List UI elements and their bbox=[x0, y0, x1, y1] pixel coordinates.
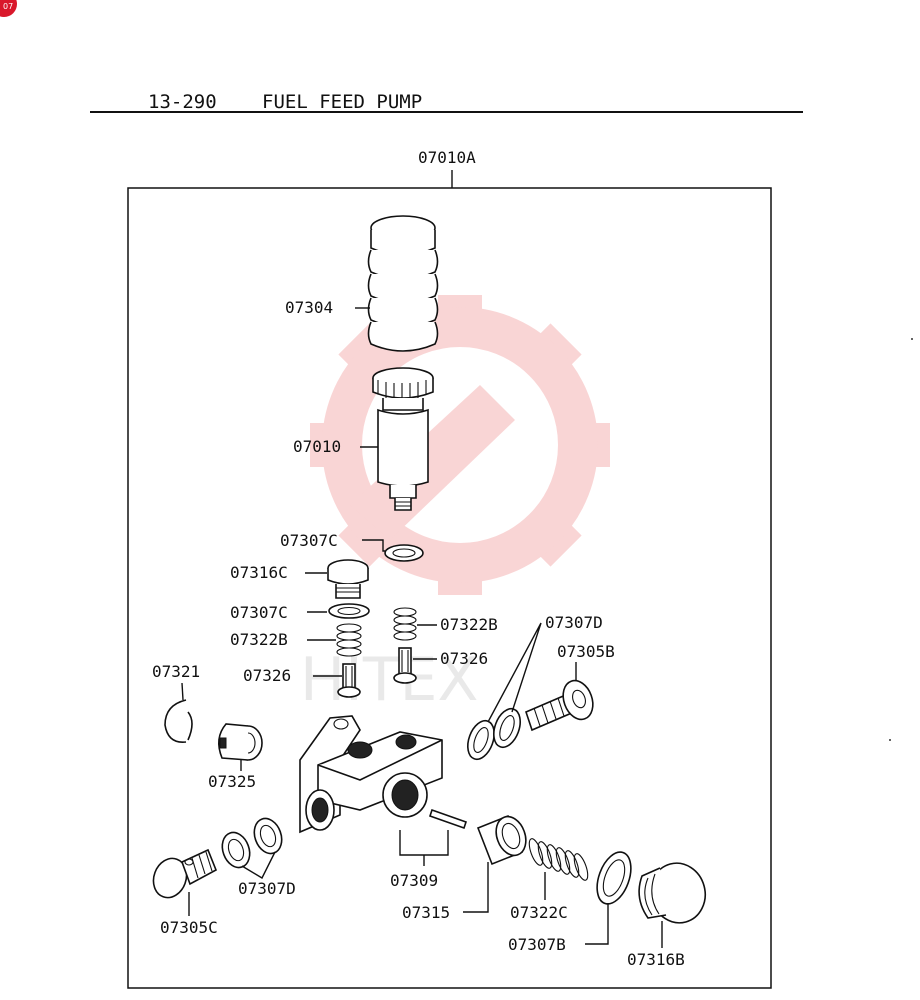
label-gasket-left: 07307C bbox=[230, 603, 288, 622]
gaskets-right-part bbox=[467, 707, 521, 761]
section-number: 13-290 bbox=[148, 91, 217, 113]
gasket-left-part bbox=[328, 603, 370, 619]
valve-right-part bbox=[393, 647, 417, 684]
label-housing: 07309 bbox=[390, 871, 438, 890]
label-valve-right: 07326 bbox=[440, 649, 488, 668]
label-plug-left: 07316C bbox=[230, 563, 288, 582]
label-spring-left: 07322B bbox=[230, 630, 288, 649]
gasket-top-part bbox=[384, 544, 424, 562]
leader-gasket-bottom bbox=[585, 903, 609, 945]
housing-part bbox=[299, 715, 468, 834]
bolt-right-part bbox=[525, 679, 594, 732]
label-bolt-left: 07305C bbox=[160, 918, 218, 937]
label-assembly: 07010A bbox=[418, 148, 476, 167]
label-spring-right: 07322B bbox=[440, 615, 498, 634]
leader-snap-ring bbox=[181, 682, 184, 701]
label-plug-bottom: 07316B bbox=[627, 950, 685, 969]
label-pump-body: 07010 bbox=[293, 437, 341, 456]
speck bbox=[911, 338, 913, 340]
label-bolt-right: 07305B bbox=[557, 642, 615, 661]
corner-badge: 07 bbox=[0, 0, 17, 17]
label-bellows: 07304 bbox=[285, 298, 333, 317]
page-title: FUEL FEED PUMP bbox=[262, 91, 422, 113]
label-gasket-bottom: 07307B bbox=[508, 935, 566, 954]
watermark-gear-icon bbox=[310, 295, 610, 595]
piston-part bbox=[476, 814, 527, 866]
leader-piston bbox=[463, 862, 489, 913]
badge-circle bbox=[0, 0, 17, 17]
badge-text: 07 bbox=[3, 2, 13, 11]
plug-bottom-part bbox=[638, 862, 707, 924]
leader-gaskets-left-bottom bbox=[241, 851, 276, 879]
spring-right-part bbox=[393, 607, 417, 641]
plug-left-part bbox=[327, 559, 369, 599]
label-gasket-top: 07307C bbox=[280, 531, 338, 550]
leader-housing bbox=[399, 830, 449, 866]
speck bbox=[889, 739, 891, 741]
leader-gaskets-right bbox=[487, 622, 542, 723]
label-strainer: 07325 bbox=[208, 772, 256, 791]
strainer-part bbox=[218, 723, 263, 761]
label-gaskets-right: 07307D bbox=[545, 613, 603, 632]
valve-left-part bbox=[337, 663, 361, 698]
label-piston: 07315 bbox=[402, 903, 450, 922]
bellows-part bbox=[367, 215, 439, 352]
bolt-left-part bbox=[152, 848, 218, 899]
assembly-frame bbox=[127, 187, 772, 989]
watermark-text: HITEX bbox=[300, 645, 478, 715]
snap-ring-part bbox=[164, 699, 187, 743]
label-snap-ring: 07321 bbox=[152, 662, 200, 681]
label-gaskets-left-bottom: 07307D bbox=[238, 879, 296, 898]
gasket-bottom-part bbox=[596, 851, 632, 905]
gaskets-left-bottom-part bbox=[221, 817, 283, 869]
spring-bottom-part bbox=[528, 838, 589, 881]
spring-left-part bbox=[336, 623, 362, 657]
pump-body-part bbox=[372, 367, 434, 511]
label-valve-left: 07326 bbox=[243, 666, 291, 685]
leader-gasket-top bbox=[362, 539, 385, 552]
label-spring-bottom: 07322C bbox=[510, 903, 568, 922]
